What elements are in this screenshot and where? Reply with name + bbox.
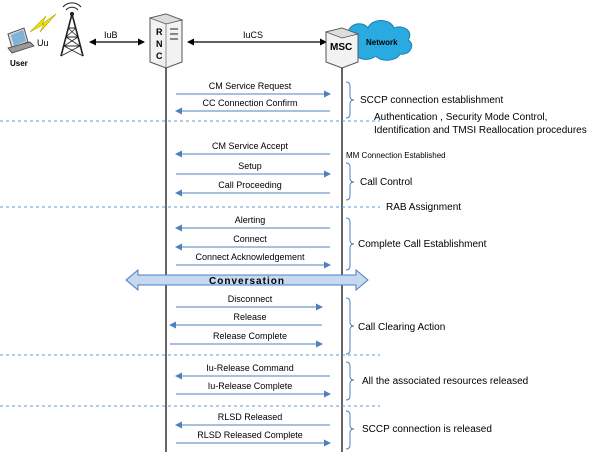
message-label: CM Service Accept bbox=[212, 141, 289, 151]
message-label: Call Proceeding bbox=[218, 180, 282, 190]
message-label: CM Service Request bbox=[209, 81, 292, 91]
brace bbox=[345, 297, 355, 355]
auth-note-line1: Authentication , Security Mode Control, bbox=[374, 112, 547, 123]
antenna-tower-icon bbox=[60, 2, 84, 57]
message-label: Alerting bbox=[235, 215, 266, 225]
message-label: Connect Acknowledgement bbox=[195, 252, 305, 262]
messages: CM Service Request CC Connection Confirm… bbox=[169, 81, 331, 447]
user-label: User bbox=[10, 59, 28, 68]
auth-note-line2: Identification and TMSI Reallocation pro… bbox=[374, 125, 587, 136]
group-label: SCCP connection establishment bbox=[360, 95, 503, 106]
msc-server-icon bbox=[324, 27, 360, 69]
conversation-label: Conversation bbox=[209, 276, 285, 287]
message-label: CC Connection Confirm bbox=[202, 98, 297, 108]
brace bbox=[345, 410, 355, 450]
group-label: Complete Call Establishment bbox=[358, 239, 487, 250]
group-label: Call Clearing Action bbox=[358, 322, 445, 333]
brace bbox=[345, 81, 355, 119]
message-label: RLSD Released Complete bbox=[197, 430, 303, 440]
group-label: All the associated resources released bbox=[362, 376, 528, 387]
message-label: Iu-Release Command bbox=[206, 363, 294, 373]
group-braces bbox=[345, 81, 355, 450]
rnc-server-icon bbox=[148, 13, 184, 69]
uu-label: Uu bbox=[37, 38, 49, 48]
rnc-letter-c: C bbox=[156, 51, 163, 61]
brace bbox=[345, 162, 355, 201]
mm-note: MM Connection Established bbox=[346, 151, 446, 160]
laptop-icon bbox=[7, 27, 35, 54]
brace bbox=[345, 361, 355, 401]
message-label: Release Complete bbox=[213, 331, 287, 341]
group-label: Call Control bbox=[360, 177, 412, 188]
message-label: Setup bbox=[238, 161, 262, 171]
rnc-letter-n: N bbox=[156, 39, 163, 49]
phase-dividers bbox=[0, 120, 380, 407]
message-label: Disconnect bbox=[228, 294, 273, 304]
message-label: Release bbox=[233, 312, 266, 322]
message-label: Connect bbox=[233, 234, 267, 244]
lightning-bolt-icon bbox=[29, 13, 57, 33]
msc-label: MSC bbox=[330, 42, 352, 53]
message-label: Iu-Release Complete bbox=[208, 381, 293, 391]
iucs-label: IuCS bbox=[243, 30, 263, 40]
brace bbox=[345, 217, 355, 271]
rnc-letter-r: R bbox=[156, 27, 163, 37]
rab-note: RAB Assignment bbox=[386, 202, 461, 213]
group-label: SCCP connection is released bbox=[362, 424, 492, 435]
iub-label: IuB bbox=[104, 30, 118, 40]
network-label: Network bbox=[366, 38, 398, 47]
message-label: RLSD Released bbox=[218, 412, 283, 422]
conversation-arrow bbox=[125, 268, 369, 292]
